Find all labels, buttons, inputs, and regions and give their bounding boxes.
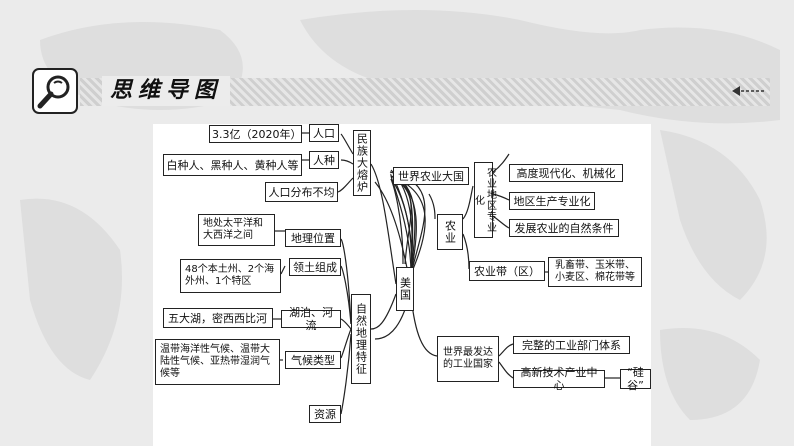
lakes-value: 五大湖，密西西比河 — [163, 308, 273, 328]
climate-value: 温带海洋性气候、温带大陆性气候、亚热带湿润气候等 — [155, 339, 280, 385]
resources-node: 资源 — [309, 405, 341, 423]
nation-node: 民族大熔炉 — [353, 130, 371, 196]
lakes-node: 湖泊、河流 — [281, 306, 341, 332]
distribution-node: 人口分布不均 — [265, 182, 338, 202]
hightech-node: 高新技术产业中心 — [513, 366, 605, 392]
arrow-left-icon — [732, 86, 766, 96]
agri-power-node: 世界农业大国 — [393, 167, 469, 185]
agri-node: 农业 — [437, 214, 463, 250]
nature-node: 自然地理特征 — [351, 294, 371, 384]
location-value: 地处太平洋和大西洋之间 — [198, 214, 275, 246]
section-header: 思维导图 — [30, 68, 770, 118]
center-node: 美国 — [396, 267, 414, 311]
page-title: 思维导图 — [102, 76, 231, 106]
industry-system-node: 完整的工业部门体系 — [513, 336, 630, 354]
territory-node: 领土组成 — [289, 258, 341, 276]
spec-item-3: 发展农业的自然条件 — [509, 219, 619, 237]
agri-belt-value: 乳畜带、玉米带、小麦区、棉花带等 — [548, 257, 642, 287]
climate-node: 气候类型 — [285, 351, 341, 369]
territory-value: 48个本土州、2个海外州、1个特区 — [180, 259, 281, 293]
race-node: 人种 — [309, 151, 339, 169]
mind-map: 美国 民族大熔炉 人口 3.3亿（2020年） 人种 白种人、黑种人、黄种人等 … — [153, 124, 651, 446]
spec-item-2: 地区生产专业化 — [509, 192, 595, 210]
location-node: 地理位置 — [285, 229, 341, 247]
magnifier-icon — [32, 68, 78, 114]
industry-node: 世界最发达的工业国家 — [437, 336, 499, 382]
race-value: 白种人、黑种人、黄种人等 — [163, 154, 302, 176]
population-value: 3.3亿（2020年） — [209, 125, 302, 143]
agri-belt-node: 农业带（区） — [469, 261, 545, 281]
spec-item-1: 高度现代化、机械化 — [509, 164, 623, 182]
population-node: 人口 — [309, 124, 339, 142]
silicon-valley-node: “硅谷” — [620, 366, 651, 392]
agri-specialization-node: 农业地区专业化 — [473, 162, 496, 238]
